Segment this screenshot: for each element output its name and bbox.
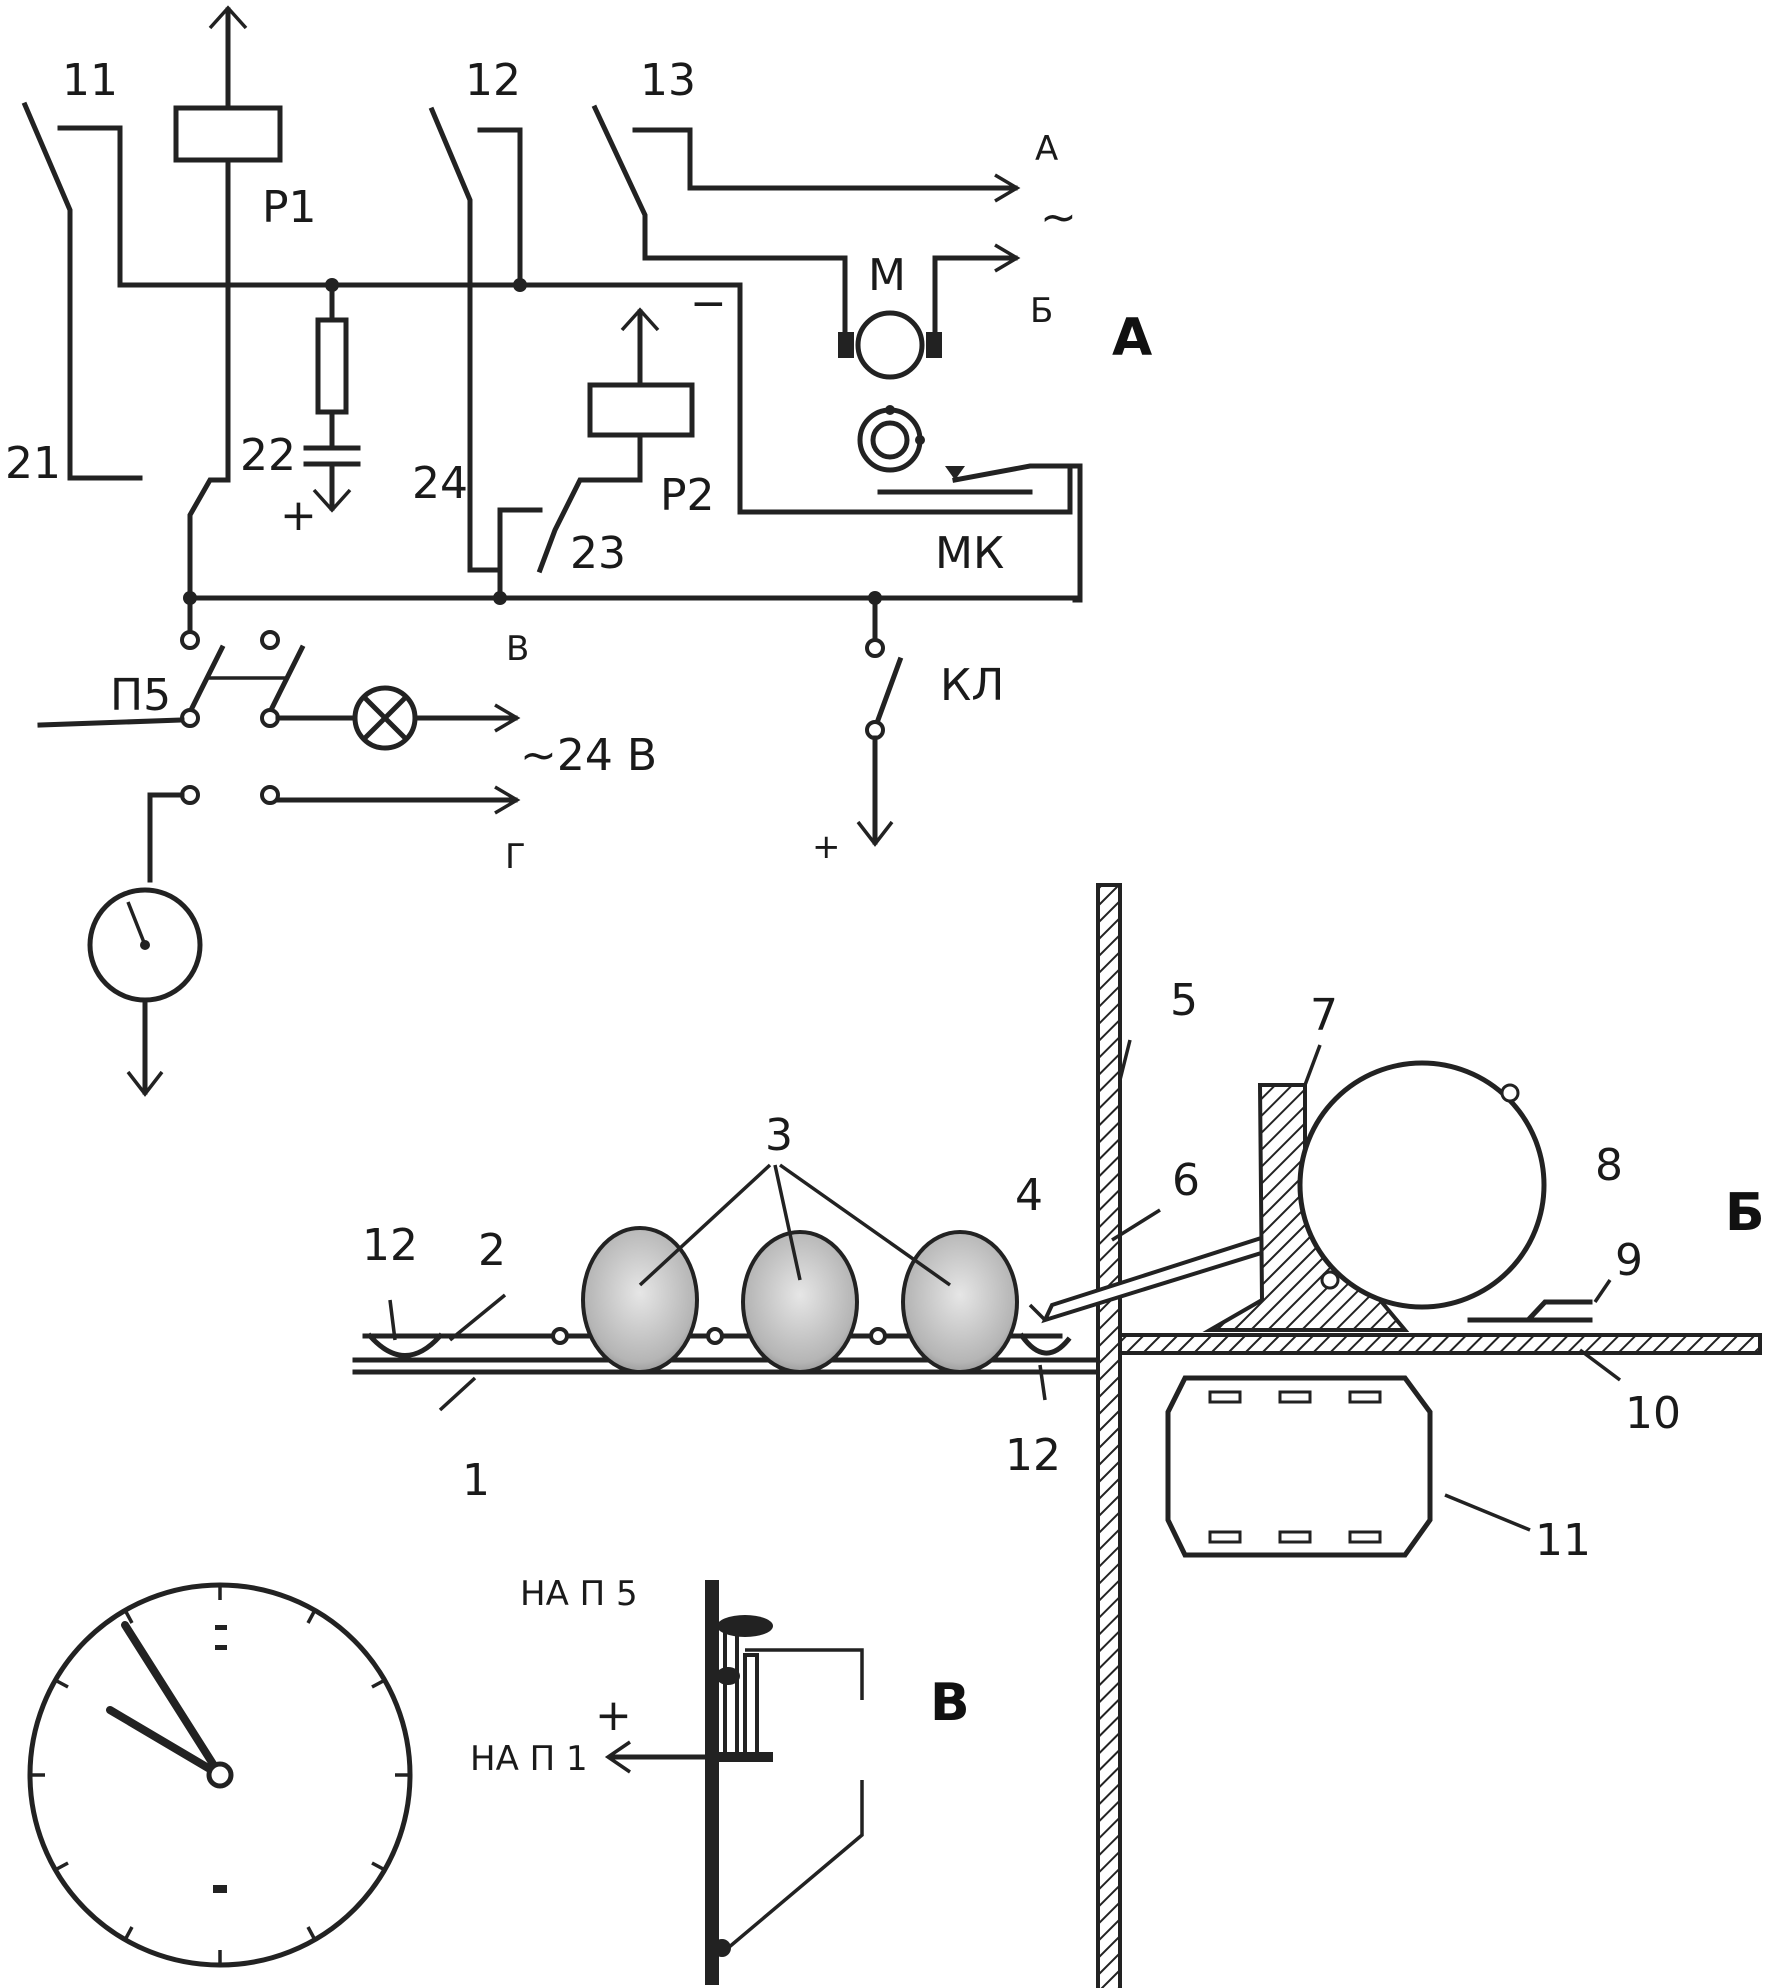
clock-detail-panel: НА П 5 НА П 1 + В xyxy=(27,1574,970,1985)
label-23: 23 xyxy=(570,528,626,579)
contact-22: 22 xyxy=(187,430,296,601)
clock-body-8 xyxy=(1297,1060,1547,1310)
clock-ticks xyxy=(30,1585,410,1965)
contact-group-11-21: 11 21 xyxy=(5,55,743,489)
label-mech-2: 2 xyxy=(478,1225,506,1276)
panel-label-b: Б xyxy=(1725,1183,1765,1243)
label-mech-12b: 12 xyxy=(1005,1430,1061,1481)
label-mech-5: 5 xyxy=(1170,975,1198,1026)
rc-branch: + xyxy=(280,278,361,541)
label-24: 24 xyxy=(412,458,468,509)
label-line-b: Б xyxy=(1030,291,1053,331)
label-capacitor-plus: + xyxy=(280,490,317,541)
switch-p5: П5 ~24 В xyxy=(37,595,657,781)
egg-1 xyxy=(581,1226,699,1374)
minute-hand xyxy=(121,1621,224,1779)
label-kl: КЛ xyxy=(940,660,1004,711)
label-mech-3: 3 xyxy=(765,1110,793,1161)
label-13: 13 xyxy=(640,55,696,106)
label-12: 12 xyxy=(465,55,521,106)
contact-rod xyxy=(705,1580,719,1985)
hour-hand xyxy=(106,1706,224,1779)
microswitch-mk: МК xyxy=(737,282,1083,603)
label-kl-plus: + xyxy=(812,827,841,867)
circuit-panel: 11 21 Р1 22 + xyxy=(5,5,1152,1097)
key-kl: КЛ + xyxy=(812,595,1004,867)
relay-p1: Р1 xyxy=(173,5,317,483)
label-mech-8: 8 xyxy=(1595,1140,1623,1191)
label-p2: Р2 xyxy=(660,470,715,521)
contact-group-13-motor: М 13 А ~ Б xyxy=(591,55,1077,473)
label-mk: МК xyxy=(935,528,1004,579)
label-11: 11 xyxy=(62,55,118,106)
relay-p2: Р2 23 − xyxy=(497,278,727,579)
egg-3 xyxy=(901,1230,1019,1374)
label-mech-4: 4 xyxy=(1015,1170,1043,1221)
label-line-a: А xyxy=(1035,129,1058,169)
label-p5: П5 xyxy=(110,670,171,721)
label-mech-11: 11 xyxy=(1535,1515,1591,1566)
label-p1: Р1 xyxy=(262,182,317,233)
contact-group-12-24: 12 24 xyxy=(412,55,527,573)
label-mech-9: 9 xyxy=(1615,1235,1643,1286)
label-tilde: ~ xyxy=(1040,192,1077,243)
label-mech-7: 7 xyxy=(1310,990,1338,1041)
panel-label-a: А xyxy=(1112,308,1152,368)
label-mech-12a: 12 xyxy=(362,1220,418,1271)
label-clock-plus: + xyxy=(595,1690,632,1741)
bus-v: В xyxy=(183,567,1078,669)
platform-10 xyxy=(1118,1333,1762,1355)
label-mech-1: 1 xyxy=(462,1455,490,1506)
label-to-p5: НА П 5 xyxy=(520,1574,638,1614)
label-minus: − xyxy=(690,278,727,329)
label-21: 21 xyxy=(5,438,61,489)
label-22: 22 xyxy=(240,430,296,481)
egg-2 xyxy=(741,1230,859,1374)
label-line-g: Г xyxy=(505,837,526,877)
panel-label-c: В xyxy=(930,1673,970,1733)
battery-11 xyxy=(1165,1375,1433,1558)
label-voltage: ~24 В xyxy=(520,730,657,781)
wall-5 xyxy=(1096,883,1122,1988)
label-to-p1: НА П 1 xyxy=(470,1739,588,1779)
label-motor: М xyxy=(868,250,906,301)
label-line-v: В xyxy=(506,629,529,669)
label-mech-6: 6 xyxy=(1172,1155,1200,1206)
label-mech-10: 10 xyxy=(1625,1388,1681,1439)
clock-branch: Г xyxy=(87,785,526,1097)
mechanism-panel: 12 2 3 4 5 6 7 8 9 10 11 12 1 Б xyxy=(352,883,1765,1988)
